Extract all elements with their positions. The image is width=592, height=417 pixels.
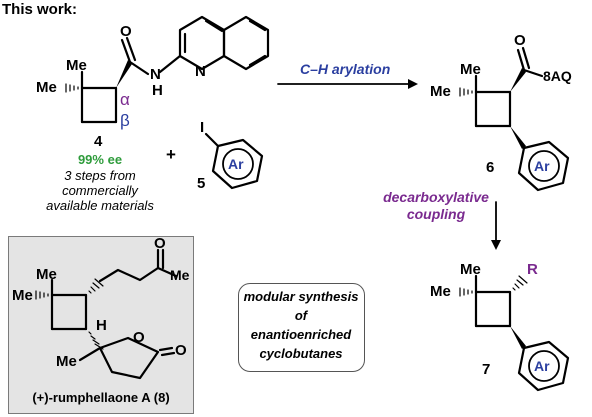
- np-me-top: Me: [36, 266, 57, 283]
- arrow2-label-line2: coupling: [406, 206, 466, 222]
- compound-7-number: 7: [482, 361, 491, 378]
- summary-line2: of: [294, 308, 308, 323]
- c6-ar-label: Ar: [534, 158, 550, 174]
- np-me-dash: Me: [12, 287, 33, 304]
- compound-6-skeleton: [459, 46, 570, 192]
- arrow-ch-arylation: [277, 79, 418, 89]
- c4-alpha-label: α: [120, 90, 130, 109]
- compound-4-skeleton: [65, 36, 182, 124]
- c6-me-dash: Me: [430, 83, 451, 100]
- c4-quinoline-n-label: N: [195, 63, 206, 80]
- arrow1-label: C–H arylation: [300, 61, 391, 77]
- compound-4-number: 4: [94, 133, 103, 150]
- c7-r-label: R: [527, 261, 538, 278]
- arrow-decarboxylative: [491, 201, 501, 250]
- c5-ar-label: Ar: [228, 156, 244, 172]
- compound-5-ring: [204, 132, 264, 190]
- c4-beta-label: β: [120, 111, 130, 130]
- np-ring-o: O: [133, 329, 145, 346]
- c4-ee: 99% ee: [77, 152, 123, 167]
- c4-nh-h-label: H: [152, 82, 163, 99]
- c6-8aq-label: 8AQ: [543, 68, 572, 84]
- c5-iodo-label: I: [200, 119, 205, 136]
- c7-ar-label: Ar: [534, 358, 550, 374]
- c6-o-label: O: [514, 32, 526, 49]
- c4-note-line1: 3 steps from: [64, 168, 136, 183]
- summary-line4: cyclobutanes: [259, 346, 343, 361]
- summary-line1: modular synthesis: [243, 289, 359, 304]
- np-h-label: H: [96, 317, 107, 334]
- c6-me-top: Me: [460, 61, 481, 78]
- summary-line3: enantioenriched: [250, 327, 352, 342]
- compound-7-skeleton: [459, 274, 570, 392]
- rumphellaone-skeleton: [35, 248, 178, 380]
- heading: This work:: [2, 1, 78, 18]
- np-ketone-me: Me: [170, 267, 190, 283]
- quinoline-ring: [178, 15, 270, 71]
- c4-note-line2: commercially: [62, 183, 138, 198]
- np-me-lower: Me: [56, 353, 77, 370]
- np-ketone-o: O: [154, 235, 166, 252]
- summary-box: [238, 283, 365, 372]
- arrow2-label-line1: decarboxylative: [383, 189, 489, 205]
- c7-me-top: Me: [460, 261, 481, 278]
- natural-product-name: (+)-rumphellaone A (8): [32, 390, 170, 405]
- compound-5-number: 5: [197, 175, 206, 192]
- plus-sign: +: [166, 145, 176, 164]
- np-carbonyl-o: O: [175, 342, 187, 359]
- c4-me-dash: Me: [36, 79, 57, 96]
- compound-6-number: 6: [486, 159, 495, 176]
- c7-me-dash: Me: [430, 283, 451, 300]
- c4-me-top: Me: [66, 57, 87, 74]
- c4-n-label: N: [150, 66, 161, 83]
- c4-o-label: O: [120, 23, 132, 40]
- c4-note-line3: available materials: [46, 198, 154, 213]
